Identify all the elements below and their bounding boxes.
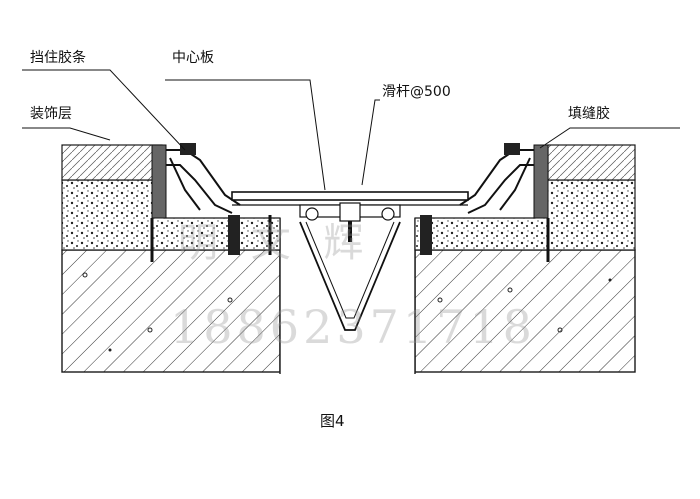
figure-caption: 图4 <box>320 412 345 430</box>
watermark-phone: 18862371718 <box>170 300 536 354</box>
label-rubber-strip: 挡住胶条 <box>30 50 86 66</box>
label-filler: 填缝胶 <box>568 106 610 122</box>
anchor-blocks <box>228 215 432 255</box>
rubber-strip-left <box>180 143 196 155</box>
screed-layer-right <box>414 179 636 251</box>
finish-layer-left <box>61 144 163 181</box>
leader-lines <box>22 69 680 191</box>
finish-layer-right <box>547 144 636 181</box>
label-center-plate: 中心板 <box>172 50 214 66</box>
side-profile-right <box>459 149 534 214</box>
label-slide-bar: 滑杆@500 <box>382 84 451 100</box>
label-finish-layer: 装饰层 <box>30 106 72 122</box>
filler-sealant-left <box>151 144 167 219</box>
waterstop <box>299 221 401 331</box>
watermark-name: 明 文 辉 <box>178 220 374 266</box>
slide-bar <box>299 202 401 242</box>
side-profile-left <box>166 149 241 214</box>
filler-sealant-right <box>533 144 549 219</box>
joint-gap <box>280 218 415 374</box>
concrete-slab-left <box>61 249 281 373</box>
rubber-strip-right <box>504 143 520 155</box>
